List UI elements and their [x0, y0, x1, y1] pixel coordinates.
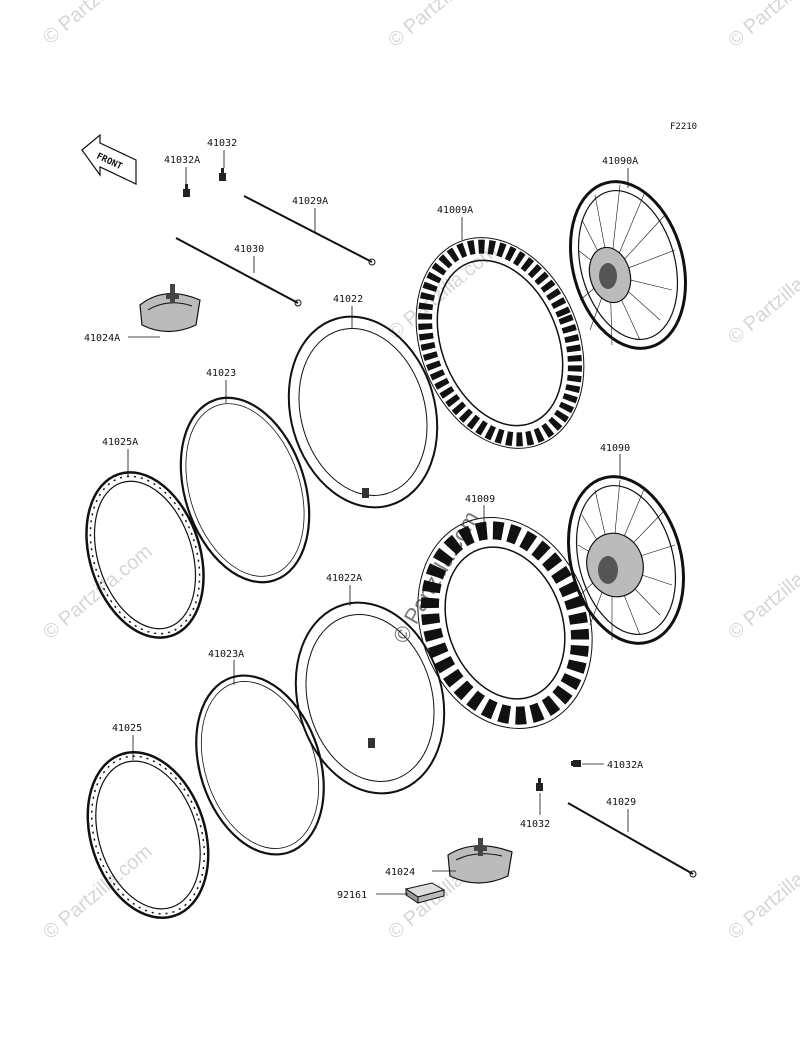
tire-41009 — [417, 517, 593, 729]
rim-41025A — [85, 471, 205, 639]
label-41030: 41030 — [234, 244, 264, 255]
rim-band-41023A — [195, 674, 325, 856]
figure-id: F2210 — [670, 122, 697, 132]
leader-lines — [127, 150, 629, 895]
spoke-41029A — [243, 195, 376, 266]
nipple-41032-top — [219, 168, 226, 181]
spoke-41029 — [567, 802, 697, 878]
wheel-41090 — [566, 475, 686, 645]
watermark: © Partzilla.com — [724, 840, 800, 943]
balance-weight-92161 — [404, 882, 446, 904]
label-41024: 41024 — [385, 867, 415, 878]
label-41022A: 41022A — [326, 573, 362, 584]
watermark: © Partzilla.com — [724, 540, 800, 643]
watermarks: © Partzilla.com © Partzilla.com © Partzi… — [39, 0, 800, 944]
nipple-41032A-top — [183, 184, 190, 197]
spoke-41030 — [175, 237, 302, 307]
front-arrow: FRONT — [81, 133, 137, 185]
label-92161: 92161 — [337, 890, 367, 901]
watermark: © Partzilla.com — [39, 0, 156, 49]
label-41032A-top: 41032A — [164, 155, 200, 166]
label-41009A: 41009A — [437, 205, 473, 216]
label-41009: 41009 — [465, 494, 495, 505]
label-41023A: 41023A — [208, 649, 244, 660]
rim-41025 — [86, 751, 210, 919]
inner-tube-41022 — [287, 315, 439, 509]
wheel-41090A — [568, 180, 688, 350]
watermark: © Partzilla.com — [724, 245, 800, 348]
rim-band-41023 — [179, 396, 311, 584]
label-41025A: 41025A — [102, 437, 138, 448]
nipple-41032-bottom — [536, 778, 543, 791]
label-41024A: 41024A — [84, 333, 120, 344]
label-41025: 41025 — [112, 723, 142, 734]
label-41032-bottom: 41032 — [520, 819, 550, 830]
watermark: © Partzilla.com — [384, 0, 501, 52]
label-41023: 41023 — [206, 368, 236, 379]
watermark: © Partzilla.com — [724, 0, 800, 52]
label-41029: 41029 — [606, 797, 636, 808]
label-41090A: 41090A — [602, 156, 638, 167]
inner-tube-41022A — [294, 601, 446, 795]
label-41090: 41090 — [600, 443, 630, 454]
rim-lock-41024 — [447, 838, 513, 884]
watermark: © Partzilla.com — [39, 540, 156, 643]
nipple-41032A-bottom — [571, 760, 581, 767]
tire-41009A — [415, 237, 585, 449]
rim-lock-41024A — [139, 284, 201, 333]
label-41032-top: 41032 — [207, 138, 237, 149]
label-41032A-bottom: 41032A — [607, 760, 643, 771]
part-labels: 41032 41032A 41029A 41030 41024A 41022 4… — [84, 138, 643, 901]
label-41029A: 41029A — [292, 196, 328, 207]
label-41022: 41022 — [333, 294, 363, 305]
watermark: © Partzilla.com — [39, 840, 156, 943]
